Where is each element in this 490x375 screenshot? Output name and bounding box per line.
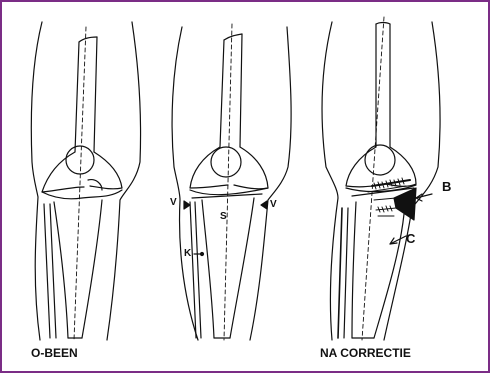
caption-o-been: O-BEEN bbox=[31, 347, 78, 359]
annotation-k: K bbox=[184, 249, 191, 259]
annotation-s: S bbox=[220, 212, 227, 222]
caption-na-correctie: NA CORRECTIE bbox=[320, 347, 411, 359]
knee-middle bbox=[172, 24, 291, 340]
annotation-v-left: V bbox=[170, 198, 177, 208]
annotation-v-right: V bbox=[270, 200, 277, 210]
annotation-b: B bbox=[442, 180, 451, 193]
knee-oBeen bbox=[31, 22, 140, 340]
knee-na-correctie bbox=[322, 17, 440, 340]
annotation-c: C bbox=[406, 232, 415, 245]
